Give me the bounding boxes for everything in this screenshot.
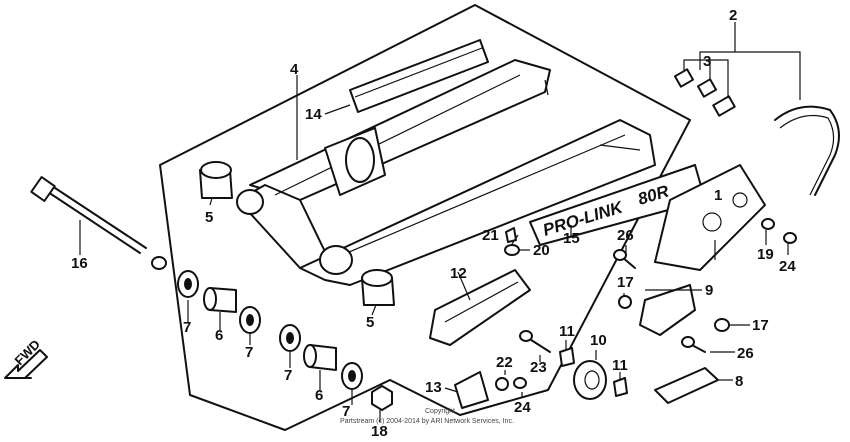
swing-arm: [236, 59, 656, 286]
callout-26-b: 26: [737, 345, 754, 362]
chain-joint-3: [673, 68, 736, 117]
callout-3: 3: [703, 53, 711, 70]
bushing-5-upper: [199, 161, 233, 199]
bushing-5-lower: [361, 269, 395, 306]
callout-labels: 1 2 3 4 5 5 6 6 7 7 7 7 8 9 10 11 11 12 …: [71, 7, 796, 440]
washer-17-a: [618, 295, 632, 309]
callout-7-c: 7: [284, 367, 292, 384]
callout-14: 14: [305, 106, 322, 123]
callout-13: 13: [425, 379, 442, 396]
callout-4: 4: [290, 61, 299, 78]
washer-22: [495, 377, 509, 391]
callout-24-b: 24: [514, 399, 531, 416]
callout-17-b: 17: [752, 317, 769, 334]
callout-20: 20: [533, 242, 550, 259]
callout-7-a: 7: [183, 319, 191, 336]
washer-pivot: [151, 256, 167, 270]
washer-19: [761, 218, 775, 230]
plate-13: [454, 371, 489, 409]
chain-guide: [639, 284, 696, 336]
collar-11-a: [559, 347, 575, 367]
bolt-24-b: [513, 377, 527, 389]
callout-22: 22: [496, 354, 513, 371]
callout-17-a: 17: [617, 274, 634, 291]
collar-11-b: [613, 377, 628, 397]
callout-12: 12: [450, 265, 467, 282]
seal-7-b: [239, 306, 261, 334]
bolt-21: [505, 227, 517, 243]
bolt-26-b: [681, 336, 706, 353]
callout-26-a: 26: [617, 227, 634, 244]
callout-2: 2: [729, 7, 737, 24]
pivot-bolt: [30, 176, 147, 254]
bearing-6-b: [303, 344, 337, 371]
chain-roller: [573, 360, 607, 400]
bolt-23: [519, 330, 551, 353]
seal-7-d: [341, 362, 363, 390]
callout-19: 19: [757, 246, 774, 263]
callout-5-a: 5: [205, 209, 213, 226]
callout-7-d: 7: [342, 403, 350, 420]
callout-5-b: 5: [366, 314, 374, 331]
washer-17-b: [714, 318, 730, 332]
callout-18: 18: [371, 423, 388, 440]
decal-14: [349, 39, 489, 113]
fwd-arrow: FWD: [4, 337, 48, 379]
drive-chain: [774, 105, 840, 196]
callout-10: 10: [590, 332, 607, 349]
bolt-24-a: [783, 232, 797, 244]
assembly-outline: [159, 4, 691, 431]
callout-6-a: 6: [215, 327, 223, 344]
copyright-line-2: Partstream (c) 2004-2014 by ARI Network …: [340, 418, 514, 425]
callout-11-b: 11: [612, 357, 628, 374]
nut-18: [371, 385, 393, 411]
seal-7-a: [177, 270, 199, 298]
guide-slider: [654, 367, 719, 404]
copyright-line-1: Copyright: [425, 408, 455, 415]
chain-case: [654, 164, 766, 271]
callout-9: 9: [705, 282, 713, 299]
bolt-20: [504, 244, 520, 256]
seal-7-c: [279, 324, 301, 352]
callout-15: 15: [563, 230, 580, 247]
callout-23: 23: [530, 359, 547, 376]
callout-24-a: 24: [779, 258, 796, 275]
callout-1: 1: [714, 187, 722, 204]
callout-8: 8: [735, 373, 743, 390]
callout-16: 16: [71, 255, 88, 272]
chain-slider: [429, 269, 531, 346]
callout-6-b: 6: [315, 387, 323, 404]
callout-21: 21: [482, 227, 499, 244]
leader-lines: [79, 22, 801, 422]
callout-11-a: 11: [559, 323, 575, 340]
bearing-6-a: [203, 287, 237, 313]
callout-7-b: 7: [245, 344, 253, 361]
bolt-26-a: [613, 249, 636, 269]
